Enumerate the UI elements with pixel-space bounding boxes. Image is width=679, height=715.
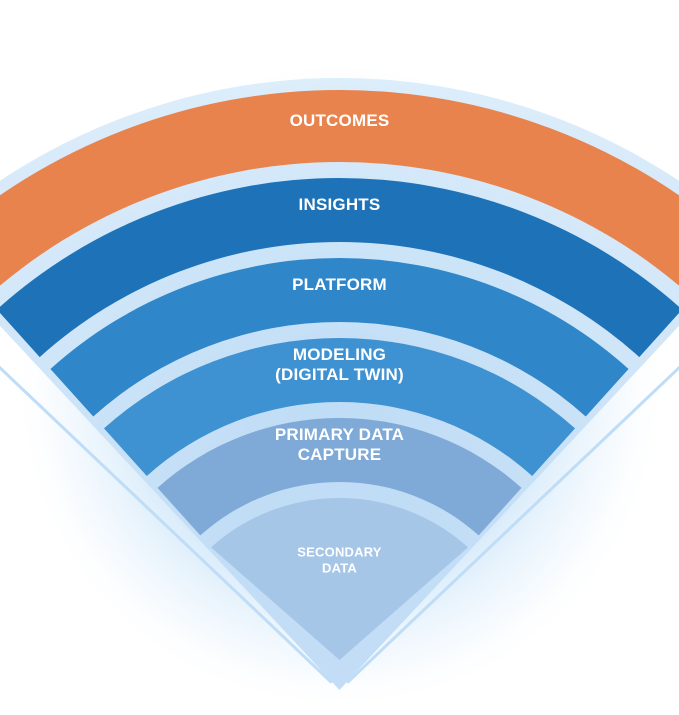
funnel-layer-platform xyxy=(50,258,629,417)
funnel-label-outcomes-line-1: OUTCOMES xyxy=(290,111,390,130)
funnel-label-primary-data-capture-line-2: CAPTURE xyxy=(298,445,382,464)
right-arrow-icon xyxy=(346,365,679,684)
funnel-layer-primary-data-capture xyxy=(157,417,522,536)
funnel-label-secondary-data-line-2: DATA xyxy=(322,561,357,576)
funnel-label-modeling-digital-twin-line-1: MODELING xyxy=(293,345,386,364)
funnel-label-modeling-digital-twin-line-2: (DIGITAL TWIN) xyxy=(275,365,404,384)
funnel-layer-secondary-data xyxy=(211,498,468,660)
funnel-layer-insights xyxy=(0,178,679,358)
left-arrow-icon xyxy=(0,365,333,684)
funnel-label-secondary-data-line-1: SECONDARY xyxy=(297,545,382,560)
funnel-label-primary-data-capture-line-1: PRIMARY DATA xyxy=(275,425,404,444)
funnel-layer-modeling-digital-twin xyxy=(103,338,576,476)
funnel-layer-outcomes xyxy=(0,90,679,286)
funnel-label-platform-line-1: PLATFORM xyxy=(292,275,387,294)
funnel-label-insights-line-1: INSIGHTS xyxy=(299,195,381,214)
